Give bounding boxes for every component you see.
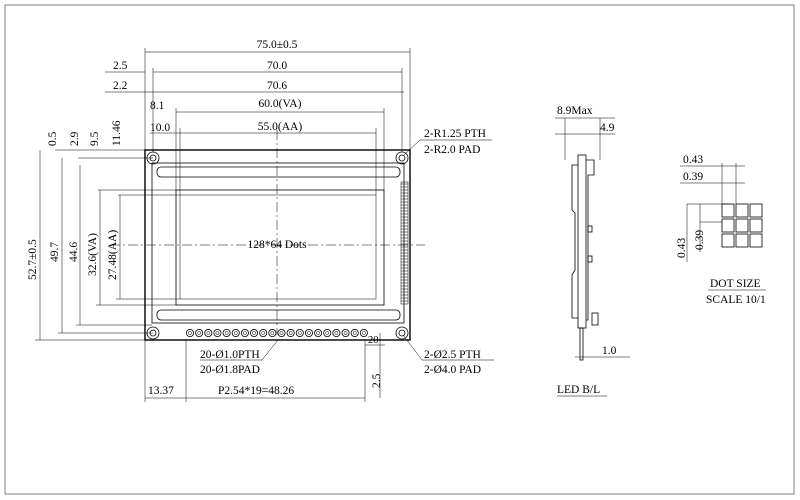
bottom-frame-strip <box>156 309 401 321</box>
dot-scale-label: SCALE 10/1 <box>706 294 766 306</box>
top-dimensions: 75.0±0.5 70.0 2.5 70.6 2.2 60.0(VA) 8.1 … <box>105 39 411 195</box>
dot-cell <box>721 203 735 218</box>
pin-pad <box>295 328 304 337</box>
dim-0-5: 0.5 <box>47 131 59 146</box>
pin-pth-label: 20-Ø1.0PTH <box>200 349 260 361</box>
dot-cell <box>749 218 763 233</box>
pin-row <box>185 328 368 337</box>
pin-pad <box>231 328 240 337</box>
dim-70-6: 70.6 <box>267 80 287 92</box>
pin-pad <box>250 328 259 337</box>
pin-pad <box>277 328 286 337</box>
dim-aa-height: 27.48(AA) <box>107 230 119 280</box>
dim-2-5: 2.5 <box>113 60 128 72</box>
dim-aa-width: 55.0(AA) <box>258 121 303 133</box>
dot-grid <box>721 203 763 248</box>
pin-pad <box>314 328 323 337</box>
pin-pad <box>240 328 249 337</box>
dots-label: 128*64 Dots <box>247 239 307 251</box>
pin-pad <box>341 328 350 337</box>
mount-hole-top-right <box>395 151 409 165</box>
dot-0-39-top: 0.39 <box>683 171 703 183</box>
pin-pad <box>185 328 194 337</box>
pin-pad <box>304 328 313 337</box>
dot-cell <box>749 233 763 248</box>
dot-cell <box>749 203 763 218</box>
side-pin <box>579 327 584 361</box>
side-max-label: 8.9Max <box>557 105 593 117</box>
active-area <box>179 194 377 300</box>
dim-2-9: 2.9 <box>69 131 81 146</box>
side-view: 8.9Max 4.9 1.0 LED B/L <box>555 105 630 397</box>
dim-10-0: 10.0 <box>150 122 170 134</box>
side-fpc <box>400 181 409 305</box>
dot-cell <box>721 233 735 248</box>
dim-overall-height: 52.7±0.5 <box>27 239 39 280</box>
left-dimensions: 0.5 2.9 9.5 11.46 52.7±0.5 49.7 44.6 32.… <box>27 120 180 341</box>
hole-pad-label: 2-Ø4.0 PAD <box>424 364 481 376</box>
pcb-outline <box>144 149 411 341</box>
pin20-label: 20 <box>368 335 379 346</box>
hole-pth-label: 2-Ø2.5 PTH <box>424 349 481 361</box>
dim-2-5-bottom: 2.5 <box>371 373 383 388</box>
dim-8-1: 8.1 <box>150 100 165 112</box>
dot-0-39-left: 0.39 <box>694 230 706 250</box>
dim-pin-pitch: P2.54*19=48.26 <box>218 385 294 397</box>
front-view: 128*64 Dots 20 <box>110 130 425 346</box>
dim-2-2: 2.2 <box>113 80 128 92</box>
pin-pad <box>359 328 368 337</box>
pin-pad <box>222 328 231 337</box>
pin-pad <box>204 328 213 337</box>
dot-cell <box>721 218 735 233</box>
glass-side <box>586 159 595 321</box>
dot-detail: 0.43 0.39 0.43 0.39 DOT SIZE SCALE 10/1 <box>676 154 766 306</box>
led-bl-label: LED B/L <box>557 384 600 396</box>
pin-pad <box>213 328 222 337</box>
side-1-0-label: 1.0 <box>602 345 617 357</box>
lcd-bezel <box>151 162 405 324</box>
pin-pad <box>195 328 204 337</box>
fpc-hatching <box>401 183 408 302</box>
pin-pad <box>268 328 277 337</box>
backlight-side <box>571 164 578 319</box>
dot-cell <box>735 203 749 218</box>
dim-13-37: 13.37 <box>148 385 174 397</box>
dot-0-43-top: 0.43 <box>683 154 703 166</box>
dim-va-height: 32.6(VA) <box>87 233 99 276</box>
side-4-9-label: 4.9 <box>600 122 615 134</box>
pin-pad <box>323 328 332 337</box>
mount-pad-label: 2-R2.0 PAD <box>424 144 480 156</box>
page-frame <box>4 4 795 495</box>
dot-cell <box>735 233 749 248</box>
pin-pad-label: 20-Ø1.8PAD <box>200 364 260 376</box>
pin-pad <box>286 328 295 337</box>
dot-size-title: DOT SIZE <box>710 278 761 290</box>
viewing-area <box>175 189 385 306</box>
pin-pad <box>350 328 359 337</box>
dim-hole-spacing: 70.0 <box>267 60 287 72</box>
dim-va-width: 60.0(VA) <box>259 98 302 110</box>
pin-pad <box>332 328 341 337</box>
dim-11-46: 11.46 <box>111 120 123 146</box>
bottom-dimensions: 13.37 P2.54*19=48.26 2.5 <box>144 333 385 402</box>
top-frame-strip <box>156 166 401 178</box>
dim-9-5: 9.5 <box>89 131 101 146</box>
dim-49-7: 49.7 <box>49 242 61 262</box>
mount-hole-bottom-right <box>395 326 409 340</box>
callouts: 2-R1.25 PTH 2-R2.0 PAD 20-Ø1.0PTH 20-Ø1.… <box>200 128 494 376</box>
pin-pad <box>259 328 268 337</box>
dim-44-6: 44.6 <box>68 242 80 262</box>
dim-overall-width: 75.0±0.5 <box>257 39 298 51</box>
dot-0-43-left: 0.43 <box>676 238 688 258</box>
pcb-side <box>577 154 587 329</box>
mount-pth-label: 2-R1.25 PTH <box>424 128 486 140</box>
dot-cell <box>735 218 749 233</box>
